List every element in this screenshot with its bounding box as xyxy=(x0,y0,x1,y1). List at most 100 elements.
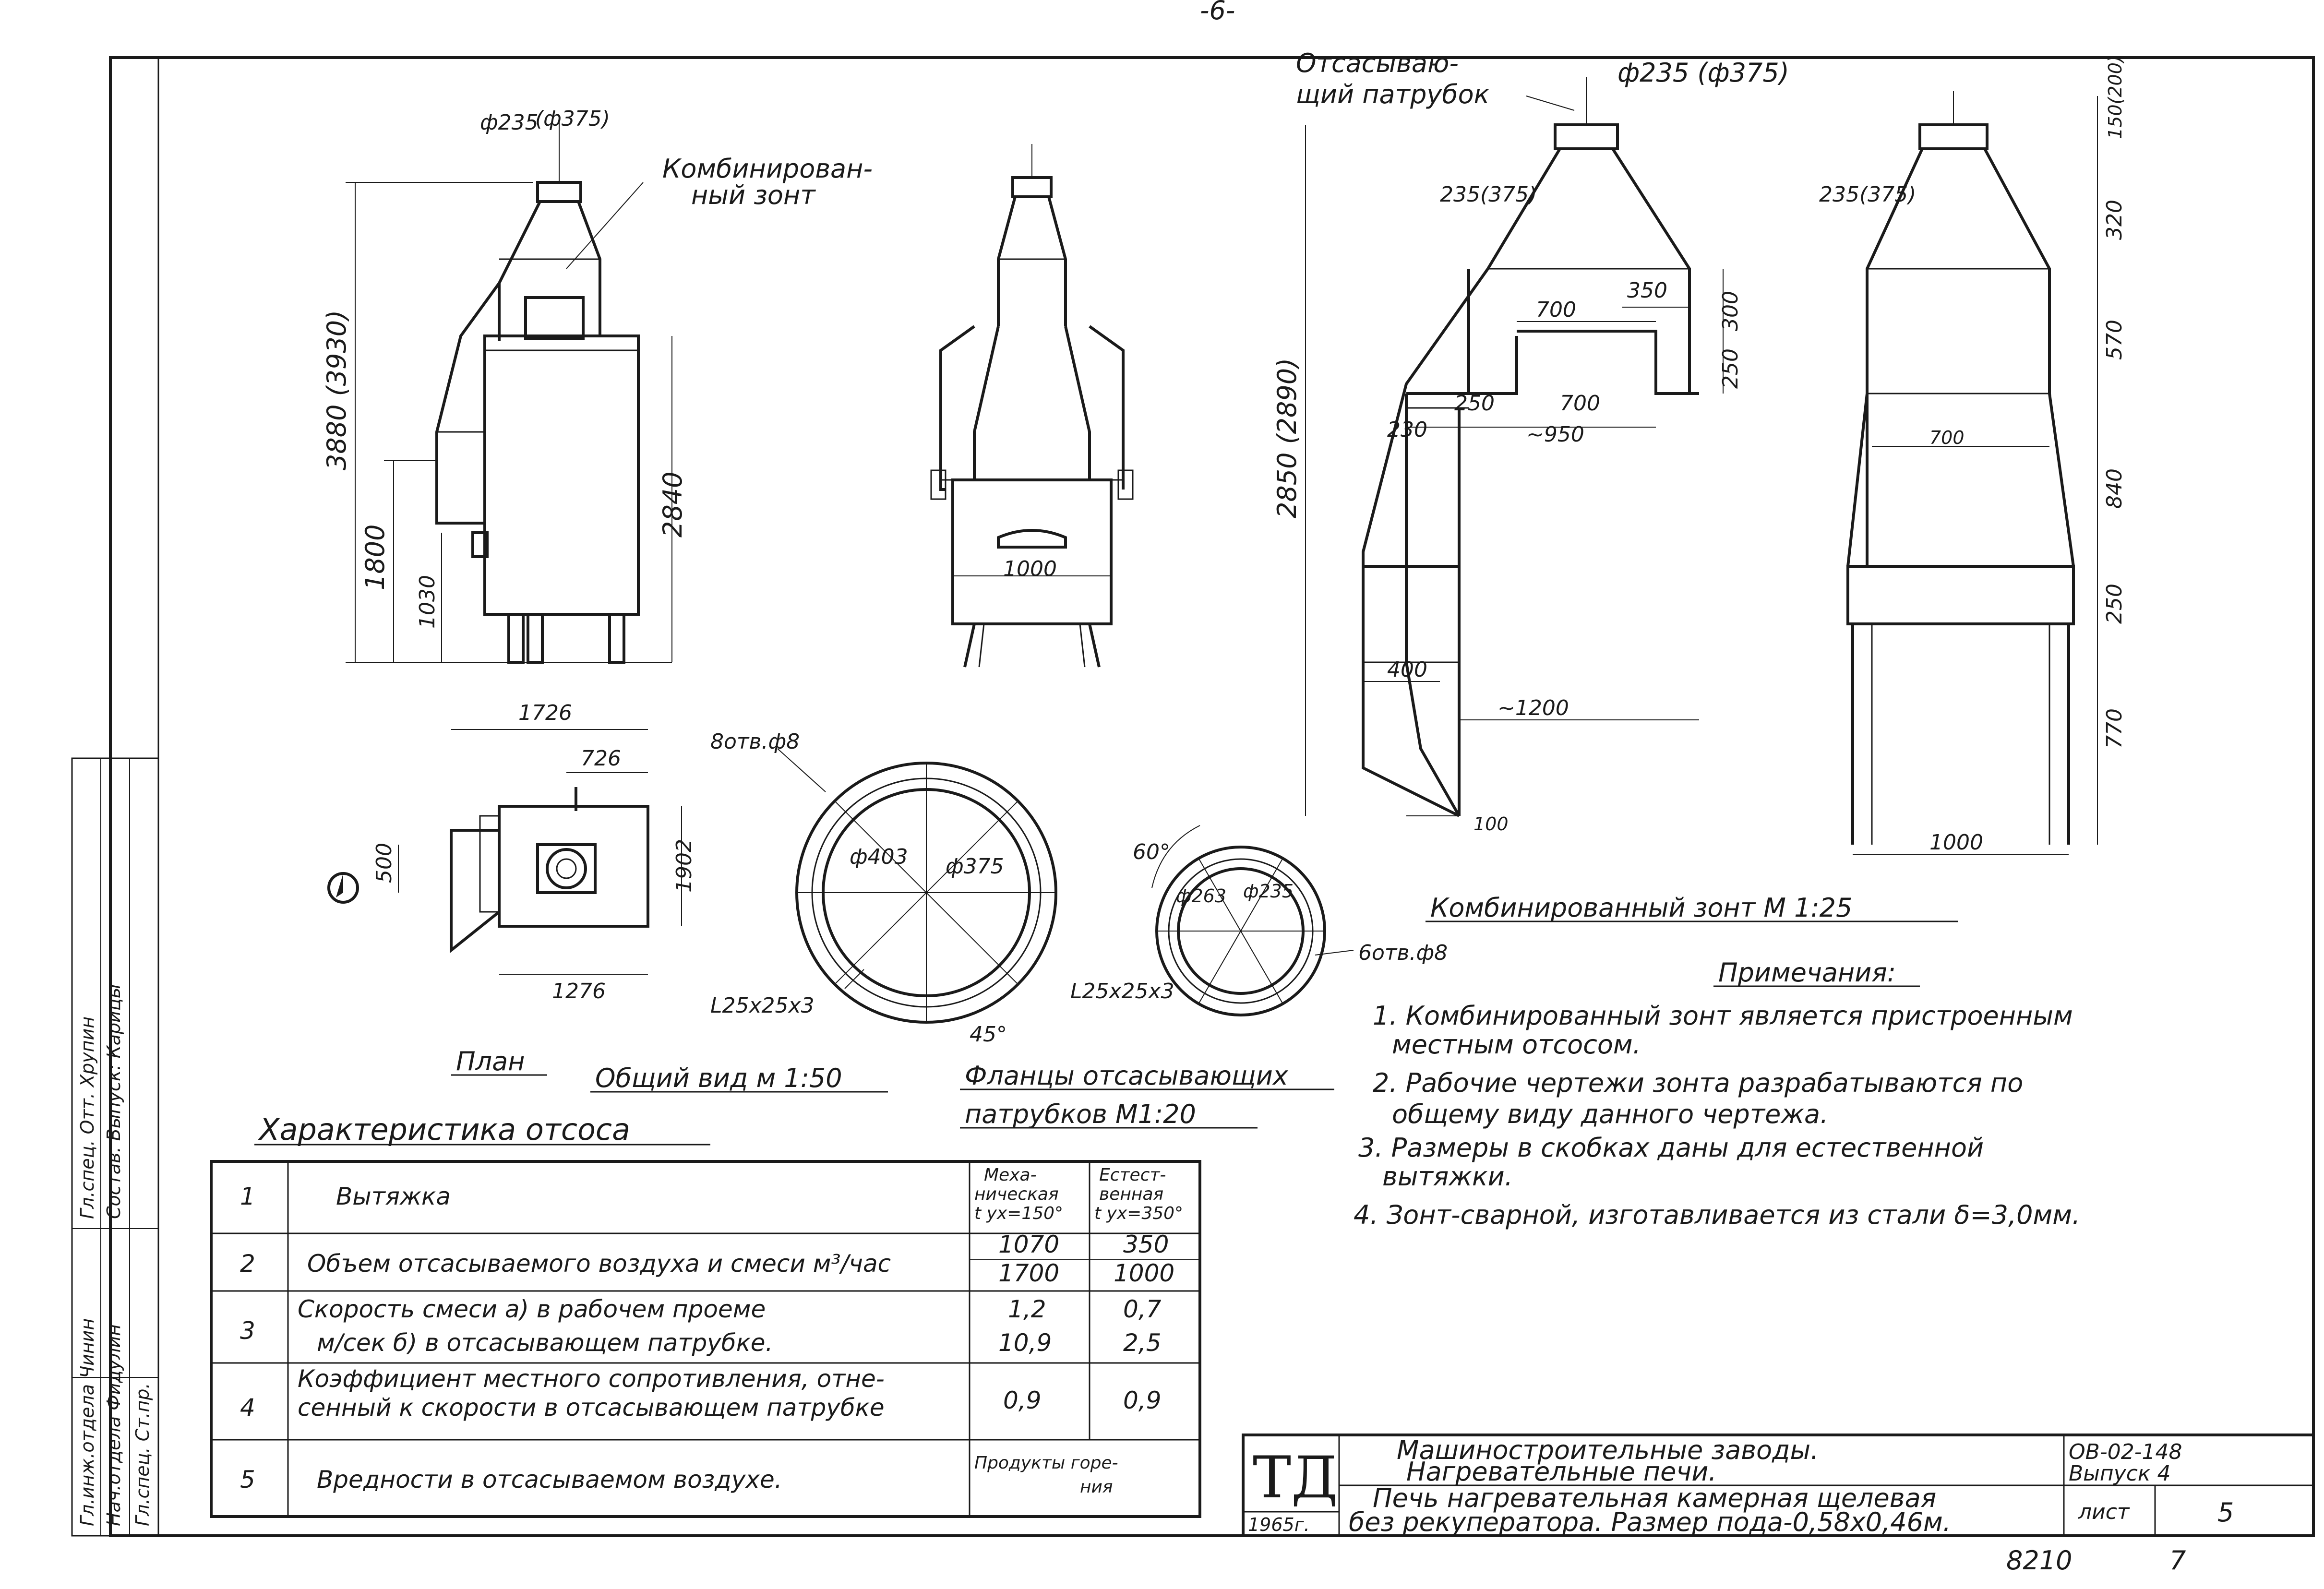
top-diameter: ф235 xyxy=(480,110,539,135)
table-row-5-mech: Продукты горе- ния xyxy=(974,1453,1124,1497)
stamp-org-line-2: Нагревательные печи. xyxy=(1406,1457,1717,1487)
note-line-1: 1. Комбинированный зонт является пристро… xyxy=(1373,1001,2073,1031)
characteristics-table: Характеристика отсоса 1 Вытяжка Меха- ни… xyxy=(210,1112,1201,1518)
table-row-2-name: Объем отсасываемого воздуха и смеси м³/ч… xyxy=(307,1250,891,1278)
plan-dim-1726: 1726 xyxy=(518,701,572,725)
hood-label-line-2: ный зонт xyxy=(691,180,816,210)
side-320: 320 xyxy=(2102,200,2127,240)
notes-title: Примечания: xyxy=(1718,957,1896,988)
plan-view: 1726 726 500 1902 1276 План Общий вид м … xyxy=(327,701,888,1093)
hood-dim-235-left: 235(375) xyxy=(1440,182,1537,207)
hood-dim-700-top: 700 xyxy=(1536,298,1576,322)
table-header-nat: Естест- венная t ух=350° xyxy=(1094,1165,1183,1223)
note-line-4: общему виду данного чертежа. xyxy=(1392,1099,1828,1129)
flange-small-holes: 6отв.ф8 xyxy=(1358,941,1448,965)
outlet-label: Отсасываю- щий патрубок xyxy=(1296,48,1490,109)
side-stamp-row-3: Гл.спец. Ст.пр. xyxy=(132,1383,153,1526)
note-line-7: 4. Зонт-сварной, изготавливается из стал… xyxy=(1354,1200,2080,1230)
flange-large: 8отв.ф8 ф403 ф375 L25x25x3 45° xyxy=(710,729,1057,1047)
sheet-frame xyxy=(109,56,2315,1537)
flange-large-angle: L25x25x3 xyxy=(710,993,815,1018)
table-row-4-mech: 0,9 xyxy=(1003,1386,1042,1414)
stamp-org-line-1: Машиностроительные заводы. xyxy=(1397,1435,1819,1465)
height-total: 3880 (3930) xyxy=(322,310,352,470)
side-stamp-row-1: Гл.инж.отдела Чинин xyxy=(77,1318,98,1526)
table-row-4-num: 4 xyxy=(240,1394,255,1422)
page-number: -6- xyxy=(1200,0,1235,25)
stamp-bottom-code: 8210 xyxy=(2006,1545,2072,1576)
stamp-bottom-number: 7 xyxy=(2169,1545,2186,1576)
hood-dim-700-mid: 700 xyxy=(1560,391,1600,416)
hood-dim-235-right: 235(375) xyxy=(1819,182,1916,207)
hood-height-total: 2850 (2890) xyxy=(1272,358,1302,518)
hood-detail-front: Отсасываю- щий патрубок ф235 (ф375) 235(… xyxy=(1272,48,1789,835)
notes-block: Примечания: 1. Комбинированный зонт явля… xyxy=(1354,957,2080,1230)
hood-dim-230: 230 xyxy=(1387,418,1427,442)
hood-label-line-1: Комбинирован- xyxy=(662,154,873,184)
table-row-3-name: Скорость смеси а) в рабочем проеме м/сек… xyxy=(298,1295,773,1357)
side-250: 250 xyxy=(2102,584,2127,624)
hood-dim-250-v: 250 xyxy=(1718,348,1743,389)
note-line-2: местным отсосом. xyxy=(1392,1029,1641,1060)
stamp-year: 1965г. xyxy=(1248,1514,1310,1535)
top-diameter-alt: (ф375) xyxy=(535,107,610,131)
height-2840: 2840 xyxy=(658,472,688,538)
general-view-side: 1000 xyxy=(930,144,1134,668)
width-1000: 1000 xyxy=(1003,557,1057,581)
plan-dim-500: 500 xyxy=(372,843,396,883)
flange-large-45: 45° xyxy=(970,1022,1007,1047)
plan-dim-1276: 1276 xyxy=(552,979,606,1004)
note-line-5: 3. Размеры в скобках даны для естественн… xyxy=(1358,1133,1984,1163)
flanges-caption-1: Фланцы отсасывающих xyxy=(965,1061,1289,1091)
general-view-caption: Общий вид м 1:50 xyxy=(595,1063,842,1093)
flanges-caption-2: патрубков М1:20 xyxy=(965,1099,1196,1129)
hood-dim-350: 350 xyxy=(1627,278,1667,303)
flange-small-d263: ф263 xyxy=(1176,885,1226,907)
table-header-mech: Меха- ническая t ух=150° xyxy=(974,1165,1064,1223)
stamp-issue: Выпуск 4 xyxy=(2069,1461,2170,1486)
stamp-code: ОВ-02-148 xyxy=(2069,1440,2182,1464)
hood-label: Комбинирован- ный зонт xyxy=(662,154,881,210)
hood-dim-400: 400 xyxy=(1387,657,1427,682)
plan-dim-726: 726 xyxy=(581,746,621,771)
outlet-label-line-2: щий патрубок xyxy=(1296,79,1490,109)
flange-small-angle: L25x25x3 xyxy=(1070,979,1174,1004)
hood-dim-250-h: 250 xyxy=(1454,391,1495,416)
table-row-3-num: 3 xyxy=(240,1317,255,1345)
height-1800: 1800 xyxy=(360,525,390,590)
stamp-doc-line-1: Печь нагревательная камерная щелевая xyxy=(1373,1483,1936,1513)
side-1000: 1000 xyxy=(1929,830,1983,855)
table-row-4-name: Коэффициент местного сопротивления, отне… xyxy=(298,1365,892,1422)
hood-detail-caption: Комбинированный зонт М 1:25 xyxy=(1430,893,1852,923)
outlet-label-line-1: Отсасываю- xyxy=(1296,48,1459,78)
hood-dim-950: ~950 xyxy=(1526,422,1584,447)
stamp-doc-line-2: без рекуператора. Размер пода-0,58х0,46м… xyxy=(1349,1507,1951,1537)
hood-dim-1200: ~1200 xyxy=(1497,696,1569,720)
plan-dim-1902: 1902 xyxy=(672,839,696,893)
stamp-logo: ТД xyxy=(1253,1445,1338,1511)
stamp-sheet-number: 5 xyxy=(2217,1497,2234,1528)
table-row-5-name: Вредности в отсасываемом воздухе. xyxy=(317,1466,782,1493)
note-line-3: 2. Рабочие чертежи зонта разрабатываются… xyxy=(1373,1068,2023,1098)
side-stamp-row-5: Состав. Выпуск: Карицы xyxy=(103,984,124,1219)
flange-large-d403: ф403 xyxy=(850,845,908,869)
height-1030: 1030 xyxy=(415,575,440,629)
title-stamp: ТД 1965г. Машиностроительные заводы. Наг… xyxy=(1242,1434,2315,1576)
side-stamp-row-2: Нач.отдела Фидулин xyxy=(103,1324,124,1526)
characteristics-title: Характеристика отсоса xyxy=(258,1112,630,1147)
hood-top-diameter: ф235 (ф375) xyxy=(1617,58,1789,88)
side-stamp-row-4: Гл.спец. Отт. Хрупин xyxy=(77,1016,98,1219)
side-700: 700 xyxy=(1929,427,1965,448)
note-line-6: вытяжки. xyxy=(1382,1161,1513,1192)
table-header-name: Вытяжка xyxy=(336,1183,451,1210)
hood-detail-side: 700 235(375) 150(200) 320 570 840 250 77… xyxy=(1819,55,2127,855)
flange-small-60: 60° xyxy=(1133,840,1170,864)
side-840: 840 xyxy=(2102,468,2127,509)
hood-dim-300: 300 xyxy=(1718,291,1743,331)
table-row-2-num: 2 xyxy=(240,1250,255,1278)
